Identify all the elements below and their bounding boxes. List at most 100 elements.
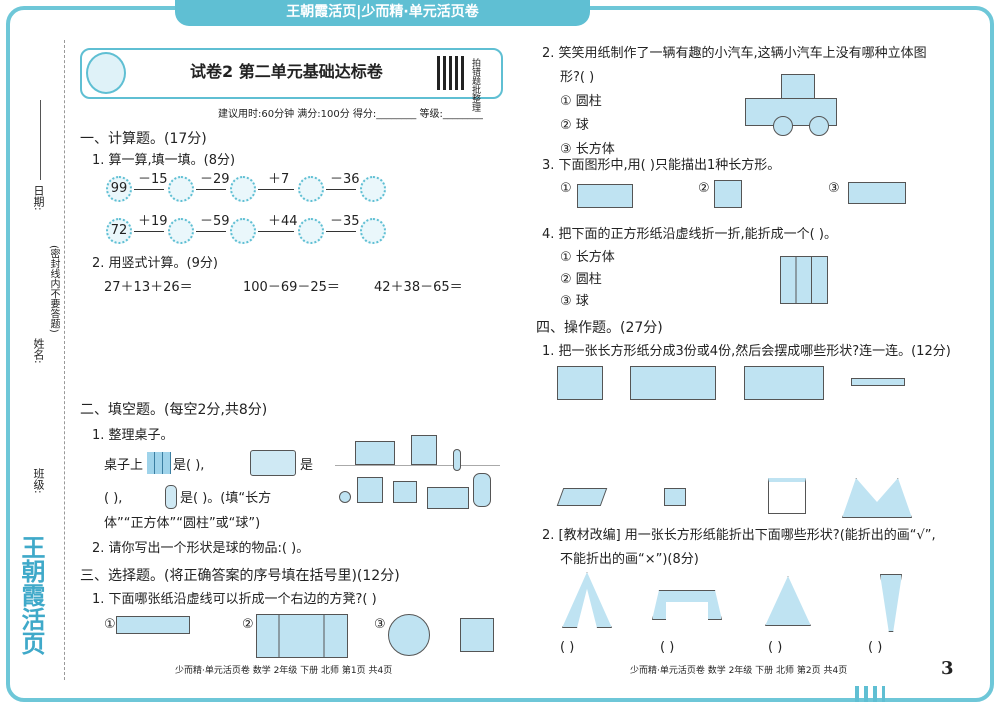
side-date-line [40,100,41,180]
arrow-2-4 [326,231,356,232]
op-1-1: －15 [138,172,168,187]
section-2-title: 二、填空题。(每空2分,共8分) [80,402,268,418]
tissue-box [355,441,395,465]
answer-paren-4[interactable]: ( ) [868,640,883,655]
footer-left: 少而精·单元活页卷 数学 2年级 下册 北师 第1页 共4页 [175,666,393,676]
fill-2a: ( ), [104,491,123,506]
cylinder-large [473,473,491,507]
blank-circle[interactable] [230,176,256,202]
op-2-2: －59 [200,214,230,229]
fill-1a: 桌子上 [104,458,144,473]
box-tall [411,435,437,465]
split-paper-3 [744,366,824,400]
q2-2: 2. 请你写出一个形状是球的物品:( )。 [92,541,310,556]
blank-circle[interactable] [230,218,256,244]
qr-label: 拍错题批整理 [470,58,480,112]
blank-circle[interactable] [298,218,324,244]
seal-line [64,40,65,680]
arrow-1-1 [134,189,164,190]
fold-shape-1 [556,488,608,506]
op-1-3: ＋7 [268,172,290,187]
q4-1: 1. 把一张长方形纸分成3份或4份,然后会摆成哪些形状?连一连。(12分) [542,344,951,359]
calc-2: 100－69－25＝ [243,280,340,295]
side-class: 班级: [32,468,45,494]
tissue-box-icon [250,450,296,476]
paper-1 [116,616,190,634]
fill-1b: 是( ), [173,458,205,473]
side-date: 日期: [32,185,45,211]
desk-illustration [335,435,500,515]
q4-2-line1: 2. [教材改编] 用一张长方形纸能折出下面哪些形状?(能折出的画“√”, [542,528,936,543]
paper-3-circle [388,614,430,656]
cube-shape [714,180,742,208]
arrow-2-2 [196,231,226,232]
arrow-2-1 [134,231,164,232]
q3-4-opt1: ① 长方体 [560,250,615,265]
exam-title: 试卷2 第二单元基础达标卷 [190,62,383,81]
q1-1: 1. 算一算,填一填。(8分) [92,153,236,168]
paper-2 [256,614,348,658]
op-1-4: －36 [330,172,360,187]
opt-2: ② [242,617,254,632]
q3-1: 1. 下面哪张纸沿虚线可以折成一个右边的方凳?( ) [92,592,377,607]
arrow-1-2 [196,189,226,190]
blank-circle[interactable] [360,176,386,202]
q3-4-opt3: ③ 球 [560,294,589,309]
op-1-2: －29 [200,172,230,187]
flat-box [848,182,906,204]
arrow-1-3 [258,189,294,190]
blank-circle[interactable] [168,176,194,202]
fold-shape-2 [664,488,686,506]
answer-paren-1[interactable]: ( ) [560,640,575,655]
page-number: 3 [941,658,954,679]
ball [339,491,351,503]
tissue-box-b [427,487,469,509]
split-paper-1 [557,366,603,400]
answer-paren-3[interactable]: ( ) [768,640,783,655]
q3-2-opt1: ① 圆柱 [560,94,602,109]
section-4-title: 四、操作题。(27分) [536,320,663,336]
side-seal: (密封线内不要答题) [48,245,59,333]
car-wheel [809,116,829,136]
opt-1: ① [104,617,116,632]
q3-3: 3. 下面图形中,用( )只能描出1种长方形。 [542,158,781,173]
op-2-1: ＋19 [138,214,168,229]
blank-circle[interactable] [168,218,194,244]
blank-circle[interactable] [360,218,386,244]
cylinder-small [453,449,461,471]
cube-b [393,481,417,503]
stool-cube [460,618,494,652]
q3-3-opt1: ① [560,181,572,196]
cube-a [357,477,383,503]
qr-code-icon [437,56,467,90]
arrow-2-3 [258,231,294,232]
q3-4: 4. 把下面的正方形纸沿虚线折一折,能折成一个( )。 [542,227,837,242]
start-circle-1: 99 [106,176,132,202]
paper-car [745,74,840,144]
side-name: 姓名: [32,338,45,364]
square-paper [780,256,828,304]
op-2-4: －35 [330,214,360,229]
blank-circle[interactable] [298,176,324,202]
answer-paren-2[interactable]: ( ) [660,640,675,655]
split-paper-4 [851,378,905,386]
calc-3: 42＋38－65＝ [374,280,463,295]
split-paper-2 [630,366,716,400]
prism-long [577,184,633,208]
q1-2: 2. 用竖式计算。(9分) [92,256,218,271]
section-1-title: 一、计算题。(17分) [80,131,207,147]
cylinder-icon [165,485,177,509]
start-circle-2: 72 [106,218,132,244]
title-box [80,48,503,99]
header-banner: 王朝霞活页|少而精·单元活页卷 [175,0,590,26]
q3-4-opt2: ② 圆柱 [560,272,602,287]
calc-1: 27＋13＋26＝ [104,280,193,295]
footer-right: 少而精·单元活页卷 数学 2年级 下册 北师 第2页 共4页 [630,666,848,676]
tab-marks [855,686,885,702]
fill-1c: 是 [300,458,314,473]
q3-3-opt2: ② [698,181,710,196]
q3-2-line1: 2. 笑笑用纸制作了一辆有趣的小汽车,这辆小汽车上没有哪种立体图 [542,46,927,61]
fill-3: 体”“正方体”“圆柱”或“球”) [104,516,261,531]
q3-2-opt3: ③ 长方体 [560,142,615,157]
opt-3: ③ [374,617,386,632]
